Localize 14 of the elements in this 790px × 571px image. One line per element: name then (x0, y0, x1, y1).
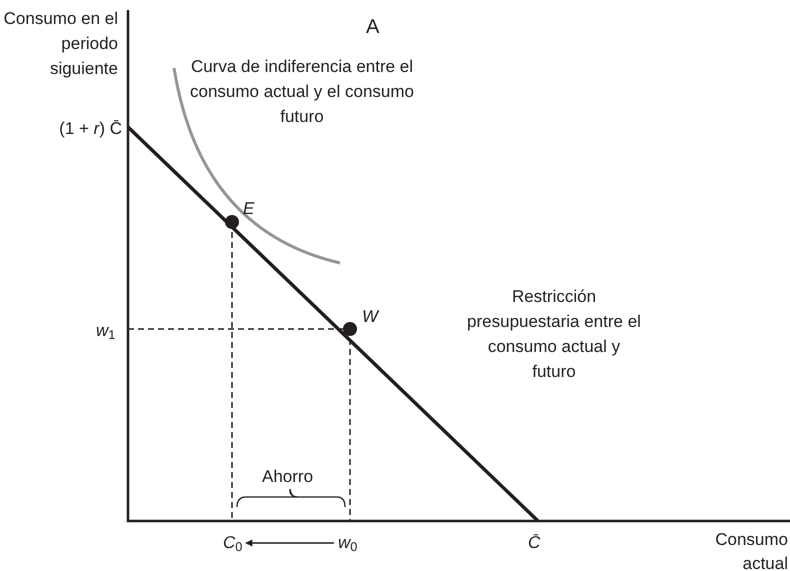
brace-label: Ahorro (262, 466, 314, 488)
line-label: Restricción presupuestaria entre el consumo actual y futuro (466, 286, 642, 383)
arrow (245, 540, 334, 546)
panel-letter: A (366, 15, 380, 40)
axis-value: (1 + r) C̄ (58, 118, 122, 140)
curve-label: Curva de indiferencia entre el consumo actual y el consumo futuro (189, 56, 415, 128)
point-label: W (362, 306, 378, 328)
axis-value: w$_{1}$ (96, 320, 116, 344)
axis-value: C̄ (528, 532, 540, 554)
axis-value: w$_{0}$ (338, 530, 358, 556)
point-label: E (243, 198, 254, 220)
axis-title: Consumo actual (714, 529, 788, 571)
axis-title: Consumo en el periodo siguiente (2, 8, 118, 80)
axis-value: C$_{0}$ (223, 530, 242, 556)
